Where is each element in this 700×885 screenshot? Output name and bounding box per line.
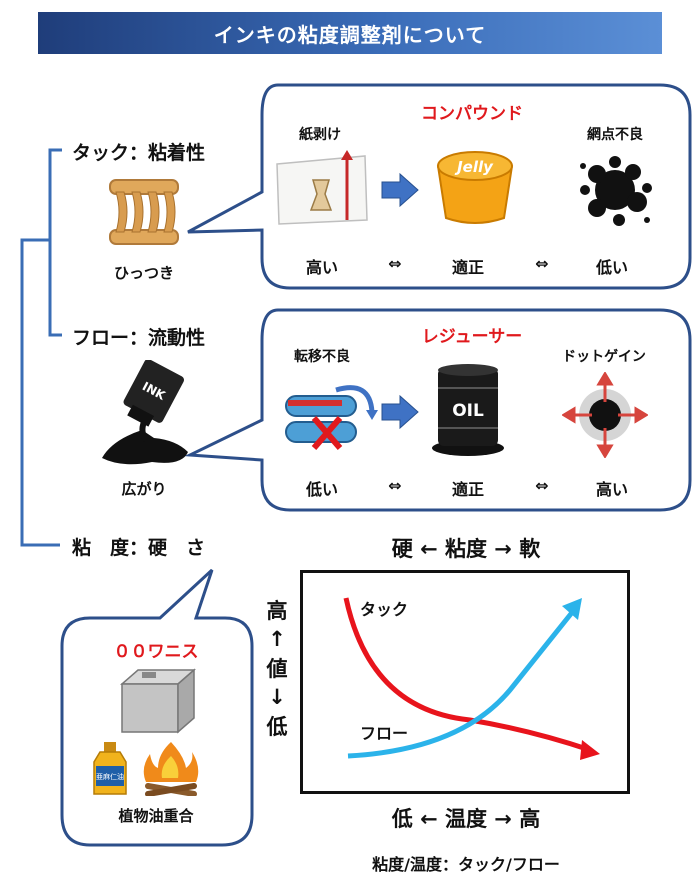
y-axis-down-arrow: ↓	[268, 685, 286, 709]
y-axis-up-arrow: ↑	[268, 627, 286, 651]
jelly-icon: Jelly	[430, 140, 520, 230]
jelly-label: Jelly	[454, 158, 494, 176]
y-axis-high: 高	[267, 595, 288, 625]
ink-splat-icon	[575, 150, 655, 230]
right-arrow-icon	[380, 394, 420, 430]
tack-scale-left: 高い	[306, 254, 338, 278]
flow-series-label: フロー	[360, 720, 408, 744]
graph-footer: 粘度/温度：タック/フロー	[372, 851, 560, 875]
roller-transfer-icon	[280, 372, 380, 458]
ink-bottle-icon: INK	[92, 360, 192, 470]
paper-peel-icon	[275, 148, 370, 228]
viscosity-heading: 粘 度：硬 さ	[72, 533, 205, 560]
can-label: 亜麻仁油	[96, 772, 124, 781]
flow-scale-right: 高い	[596, 476, 628, 500]
y-axis-value: 値	[267, 653, 288, 683]
y-axis-low: 低	[267, 711, 288, 741]
graph-bottom-label: 低 ← 温度 → 高	[392, 803, 540, 833]
tack-right-label: 網点不良	[587, 124, 643, 144]
flow-right-label: ドットゲイン	[562, 346, 646, 366]
tack-scale-middle: 適正	[452, 254, 484, 278]
oil-label: OIL	[452, 401, 484, 421]
right-arrow-icon	[380, 172, 420, 208]
dot-gain-icon	[562, 372, 648, 458]
tack-box-title: コンパウンド	[421, 99, 523, 124]
graph-top-label: 硬 ← 粘度 → 軟	[392, 533, 540, 563]
flow-scale-middle: 適正	[452, 476, 484, 500]
varnish-can-icon	[114, 666, 200, 736]
flow-left-label: 転移不良	[294, 346, 350, 366]
flow-box-title: レジューサー	[422, 322, 522, 347]
flow-caption: 広がり	[121, 478, 166, 499]
tack-scale-arrow-1: ⇔	[388, 254, 401, 273]
varnish-caption: 植物油重合	[118, 805, 193, 826]
flow-scale-arrow-1: ⇔	[388, 476, 401, 495]
sticky-dough-icon	[106, 178, 182, 246]
tack-left-label: 紙剥け	[299, 124, 341, 144]
tack-scale-right: 低い	[596, 254, 628, 278]
flow-scale-arrow-2: ⇔	[535, 476, 548, 495]
tack-series-label: タック	[360, 596, 408, 620]
oil-bottle-icon: 亜麻仁油	[90, 740, 132, 796]
oil-drum-icon: OIL	[428, 358, 508, 458]
tack-heading: タック：粘着性	[72, 138, 205, 165]
fire-icon	[140, 738, 202, 796]
tack-scale-arrow-2: ⇔	[535, 254, 548, 273]
temperature-graph	[300, 570, 630, 794]
tack-caption: ひっつき	[114, 262, 174, 283]
graph-y-axis-labels: 高 ↑ 値 ↓ 低	[265, 595, 289, 741]
varnish-title: ００ワニス	[114, 637, 199, 662]
flow-scale-left: 低い	[306, 476, 338, 500]
flow-heading: フロー：流動性	[72, 323, 205, 350]
